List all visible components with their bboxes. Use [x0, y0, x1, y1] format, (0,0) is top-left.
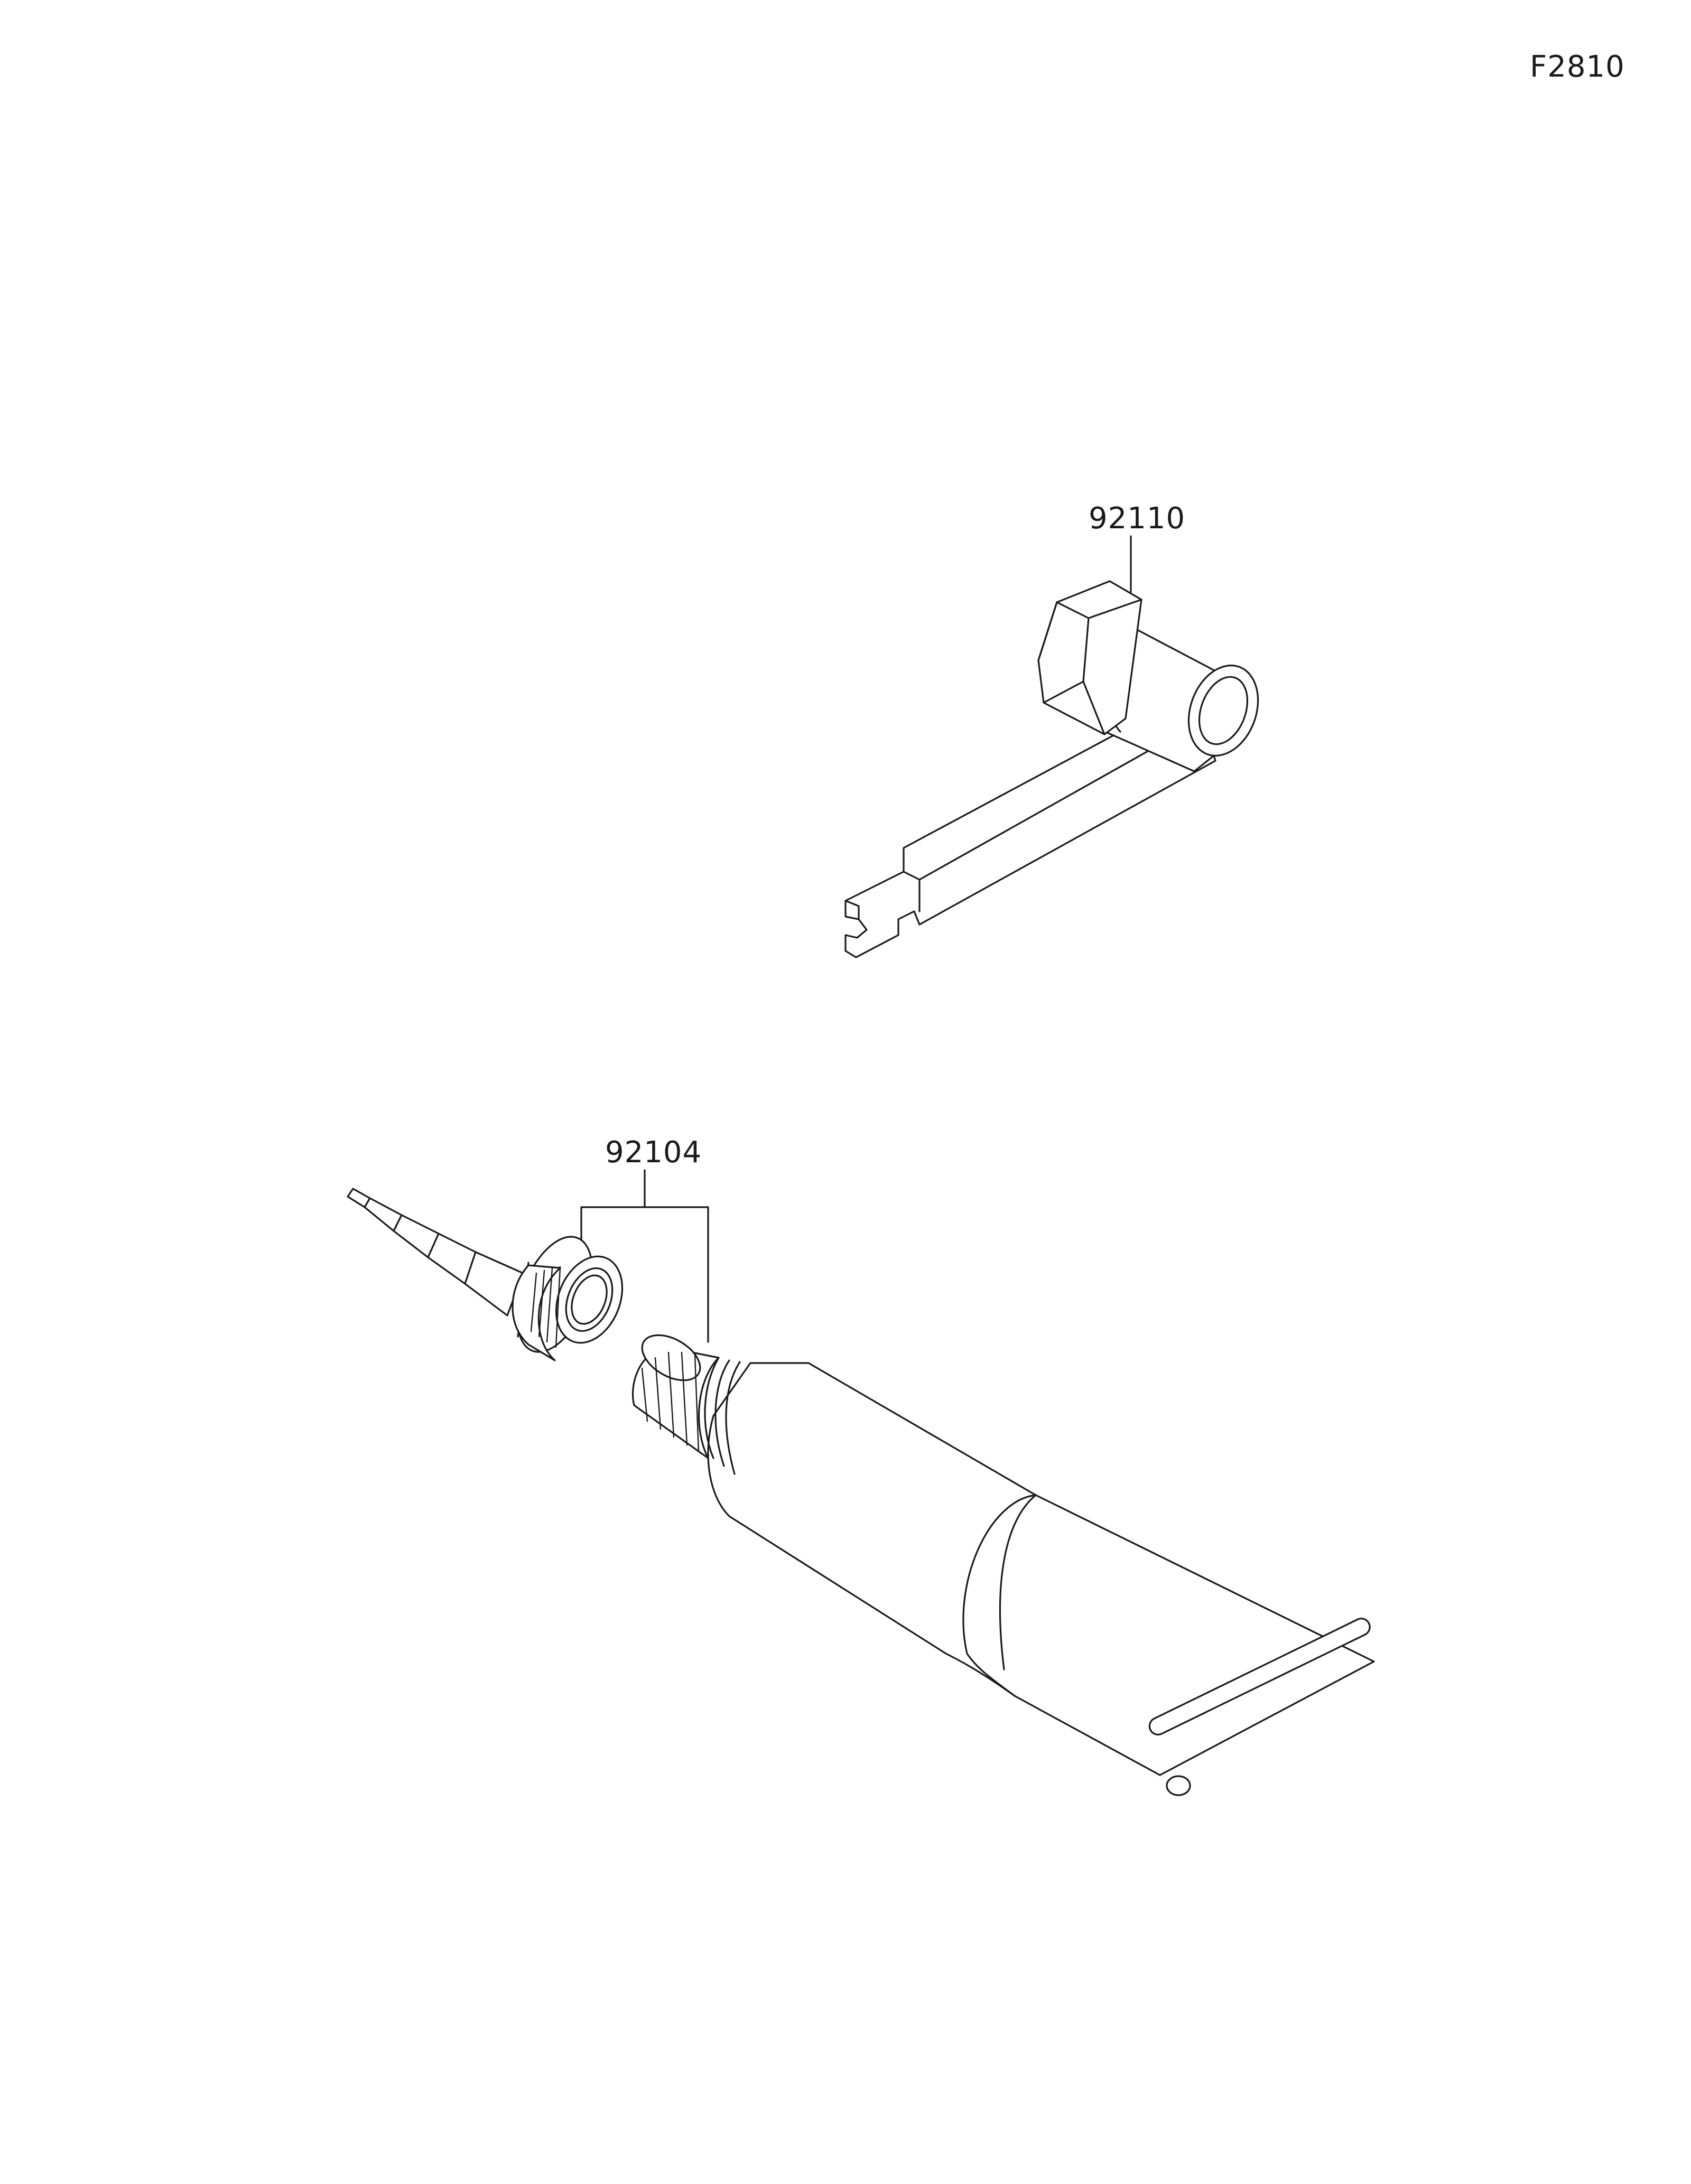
figure-id: F2810 [1530, 50, 1625, 84]
spark-plug-wrench-icon [844, 580, 1259, 958]
grease-nozzle-icon [347, 1188, 624, 1361]
callout-label-92104[interactable]: 92104 [605, 1135, 702, 1170]
part-92110-group: 92110 [844, 501, 1259, 958]
callout-label-92110[interactable]: 92110 [1089, 501, 1185, 536]
part-92104-group: 92104 [347, 1135, 1375, 1796]
grease-tube-icon [631, 1334, 1375, 1796]
leader-bracket-92104 [580, 1169, 709, 1343]
